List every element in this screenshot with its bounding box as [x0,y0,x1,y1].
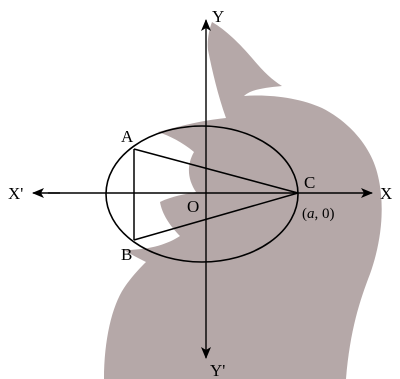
x-neg-axis-label: X' [8,184,23,203]
ellipse [105,125,299,263]
point-c-coordinates: (a, 0) [302,206,335,222]
origin-label: O [187,197,199,216]
point-a-label: A [121,127,134,146]
segment-bc [133,192,299,241]
coord-open: ( [302,206,307,222]
segment-ac [133,148,299,194]
point-b-label: B [121,245,132,264]
coord-rest: , 0) [315,206,335,222]
coord-a: a [307,206,315,222]
x-axis-label: X [380,184,392,203]
y-axis-label: Y [212,7,224,26]
background-silhouette [104,22,382,379]
y-neg-axis-label: Y' [210,361,225,379]
point-c-label: C [304,173,315,192]
